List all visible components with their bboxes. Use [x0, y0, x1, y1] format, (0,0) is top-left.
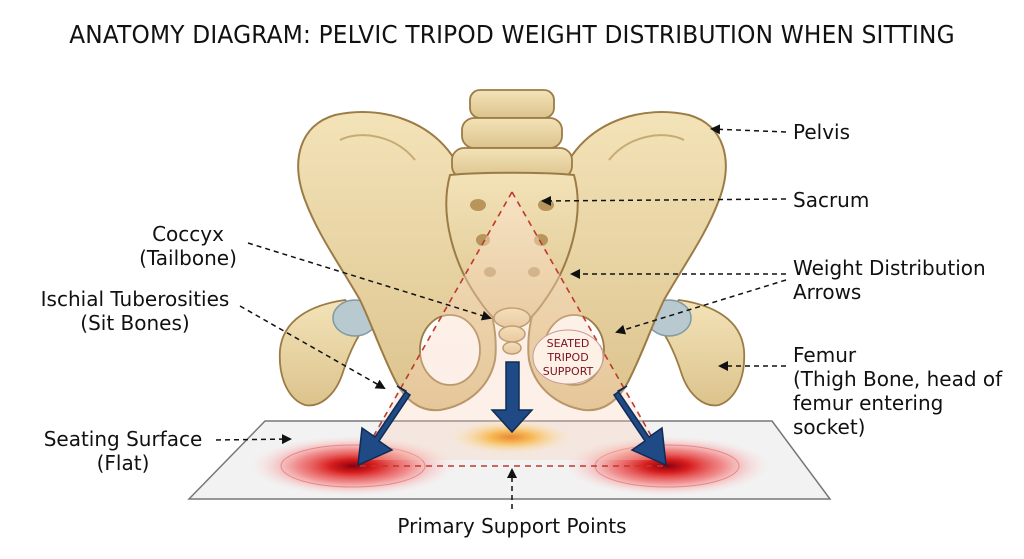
label-femur: Femur (Thigh Bone, head of femur enterin… [793, 343, 1002, 439]
label-femur-line4: socket) [793, 415, 866, 439]
leader-ischial [239, 305, 386, 389]
label-seating-line2: (Flat) [96, 451, 150, 475]
label-seating-surface: Seating Surface (Flat) [34, 427, 212, 475]
weight-arrow-right [612, 385, 667, 467]
label-femur-line2: (Thigh Bone, head of [793, 367, 1003, 391]
femur-left [278, 299, 378, 407]
label-weight-line2: Arrows [793, 280, 862, 304]
leader-weight-2 [615, 279, 787, 335]
label-ischial-tuberosities: Ischial Tuberosities (Sit Bones) [26, 287, 244, 335]
label-coccyx: Coccyx (Tailbone) [128, 222, 248, 270]
label-ischial-line1: Ischial Tuberosities [40, 287, 230, 311]
weight-arrow-center [490, 361, 534, 434]
femur-right [646, 299, 746, 407]
leader-seating [215, 434, 292, 445]
lumbar-vertebrae [451, 89, 573, 179]
label-seating-line1: Seating Surface [43, 427, 203, 451]
label-coccyx-line2: (Tailbone) [139, 246, 237, 270]
label-femur-line1: Femur [793, 343, 857, 367]
weight-arrow-left [357, 385, 412, 467]
leader-pelvis [710, 124, 787, 135]
tripod-label-line2: TRIPOD [546, 351, 588, 364]
label-sacrum: Sacrum [793, 188, 870, 212]
label-weight-line1: Weight Distribution [793, 256, 986, 280]
label-weight-distribution: Weight Distribution Arrows [793, 256, 986, 304]
label-primary-support-points: Primary Support Points [397, 514, 627, 538]
tripod-label-line3: SUPPORT [543, 365, 594, 378]
label-coccyx-line1: Coccyx [152, 222, 224, 246]
label-ischial-line2: (Sit Bones) [80, 311, 190, 335]
diagram-title: ANATOMY DIAGRAM: PELVIC TRIPOD WEIGHT DI… [69, 20, 955, 49]
leader-lines [215, 124, 787, 509]
tripod-triangle [359, 191, 666, 467]
tripod-label-badge: SEATED TRIPOD SUPPORT [532, 329, 604, 385]
leader-coccyx [247, 242, 492, 321]
label-femur-line3: femur entering [793, 391, 944, 415]
leader-sacrum [541, 195, 787, 206]
label-pelvis: Pelvis [793, 120, 851, 144]
tripod-label-line1: SEATED [547, 337, 590, 350]
